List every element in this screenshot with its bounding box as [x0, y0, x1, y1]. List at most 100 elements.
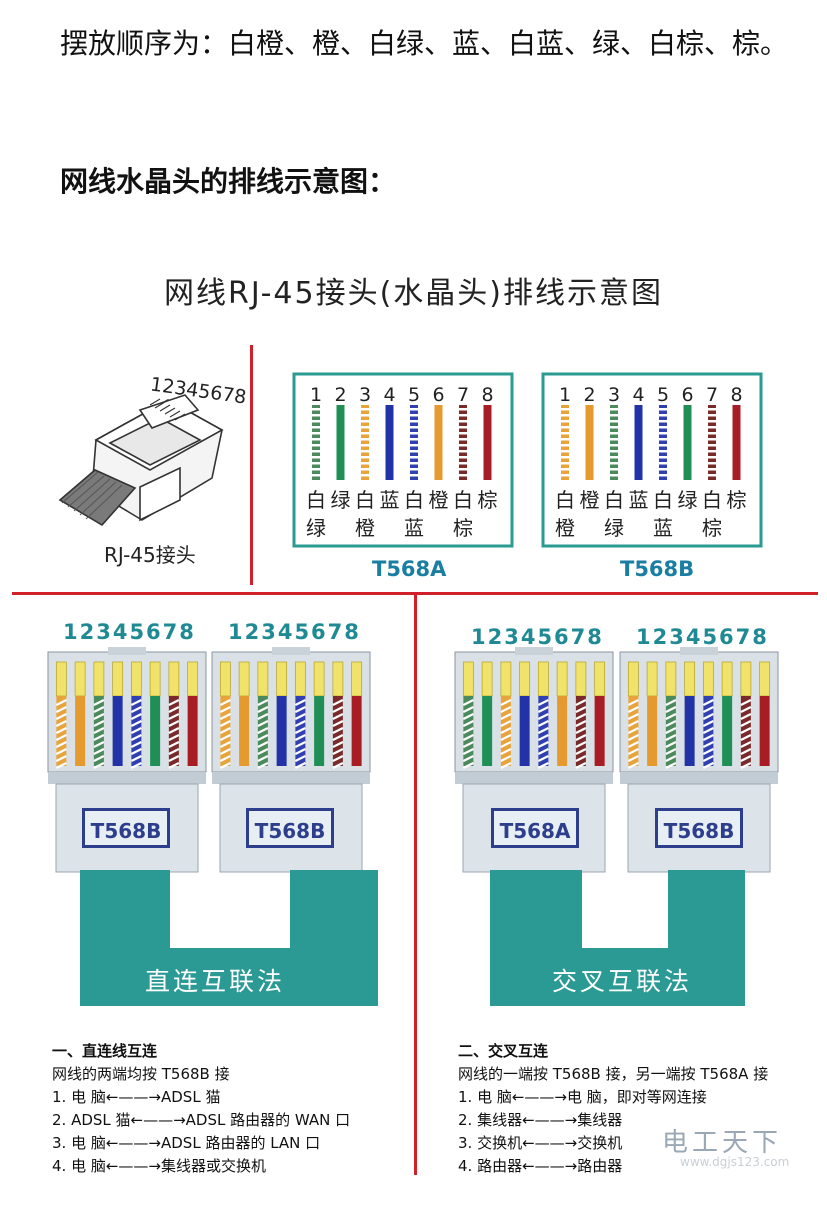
t568a-pin-number: 4	[383, 384, 396, 406]
plug-wire-stripe	[332, 762, 344, 769]
t568b-wire-stripe	[561, 468, 569, 471]
plug-wire-stripe	[702, 713, 714, 720]
t568b-pin-number: 2	[583, 384, 596, 406]
t568b-wire-stripe	[659, 438, 667, 441]
plug-wire-stripe	[257, 762, 269, 769]
cross-notes-line: 3. 交换机←——→交换机	[458, 1134, 623, 1152]
plug-wire-stripe	[168, 748, 180, 755]
t568b-wire-stripe	[659, 456, 667, 459]
t568a-wire-stripe	[459, 408, 467, 411]
plug-2-body	[211, 651, 371, 773]
plug-wire	[150, 696, 161, 766]
plug-wire-stripe	[575, 734, 587, 741]
t568b-wire-stripe	[610, 456, 618, 459]
plug-wire-stripe	[55, 727, 67, 734]
t568b-wire-stripe	[610, 474, 618, 477]
t568a-wire-6	[434, 405, 443, 480]
t568a-wire-stripe	[410, 468, 418, 471]
straight-method-label: 直连互联法	[145, 967, 286, 996]
straight-cable-band	[80, 870, 378, 1006]
plug-wire-stripe	[462, 762, 474, 769]
watermark-text: 电工天下	[662, 1128, 783, 1158]
rj45-connector-icon	[58, 394, 224, 527]
t568b-color-top: 白	[702, 488, 722, 512]
plug-contact	[219, 661, 231, 697]
plug-contact	[294, 661, 306, 697]
plug-1-digits: 12345678	[63, 620, 196, 644]
t568b-wire-stripe	[708, 408, 716, 411]
plug-wire-stripe	[627, 755, 639, 762]
plug-3-crimp	[455, 772, 613, 784]
plug-wire-stripe	[500, 727, 512, 734]
plug-wire-stripe	[55, 762, 67, 769]
t568b-wire-stripe	[708, 468, 716, 471]
t568b-color-top: 橙	[579, 488, 600, 512]
plug-wire-stripe	[219, 734, 231, 741]
plug-wire-stripe	[500, 699, 512, 706]
t568a-label: T568A	[372, 557, 447, 581]
plug-contact	[257, 661, 269, 697]
t568b-wire-stripe	[659, 468, 667, 471]
plug-wire-stripe	[257, 699, 269, 706]
t568a-wire-stripe	[361, 468, 369, 471]
plug-wire-stripe	[168, 713, 180, 720]
t568a-wire-stripe	[312, 450, 320, 453]
plug-wire-stripe	[462, 720, 474, 727]
plug-wire-stripe	[257, 734, 269, 741]
plug-wire-stripe	[740, 706, 752, 713]
t568a-wire-1	[312, 405, 320, 480]
plug-wire-stripe	[93, 741, 105, 748]
plug-wire-stripe	[332, 748, 344, 755]
plug-wire	[187, 696, 198, 766]
plug-wire-stripe	[627, 706, 639, 713]
plug-wire-stripe	[665, 734, 677, 741]
plug-wire	[239, 696, 250, 766]
t568a-wire-stripe	[361, 426, 369, 429]
plug-wire-stripe	[740, 755, 752, 762]
plug-wire-stripe	[332, 755, 344, 762]
plug-wire-stripe	[740, 713, 752, 720]
t568a-wire-stripe	[410, 456, 418, 459]
plug-wire-stripe	[55, 755, 67, 762]
plug-contact	[238, 661, 250, 697]
t568b-wire-stripe	[708, 432, 716, 435]
plug-wire-stripe	[575, 762, 587, 769]
t568a-color-bottom: 棕	[453, 516, 473, 540]
t568b-wire-stripe	[610, 420, 618, 423]
t568a-wire-5	[410, 405, 418, 480]
plug-wire-stripe	[219, 762, 231, 769]
plug-wire-stripe	[168, 741, 180, 748]
t568b-wire-stripe	[659, 444, 667, 447]
plug-wire	[594, 696, 605, 766]
plug-wire-stripe	[130, 713, 142, 720]
plug-wire-stripe	[665, 762, 677, 769]
t568b-wire-stripe	[610, 432, 618, 435]
plug-contact	[500, 661, 512, 697]
plug-wire-stripe	[294, 748, 306, 755]
plug-3-clip	[515, 647, 553, 655]
t568b-wire-stripe	[610, 408, 618, 411]
t568a-wire-stripe	[361, 420, 369, 423]
t568b-wire-stripe	[708, 474, 716, 477]
plug-contact	[702, 661, 714, 697]
t568b-color-top: 蓝	[628, 488, 649, 512]
t568a-color-top: 白	[453, 488, 473, 512]
plug-wire-stripe	[537, 762, 549, 769]
plug-wire-stripe	[462, 748, 474, 755]
t568a-wire-4	[385, 405, 394, 480]
plug-contact	[759, 661, 771, 697]
plug-wire-stripe	[332, 734, 344, 741]
t568a-color-bottom: 绿	[306, 516, 326, 540]
t568a-wire-stripe	[312, 474, 320, 477]
plug-wire-stripe	[575, 706, 587, 713]
plug-wire-stripe	[702, 699, 714, 706]
plug-wire-stripe	[130, 699, 142, 706]
cross-notes-line: 1. 电 脑←——→电 脑，即对等网连接	[458, 1088, 707, 1106]
t568b-label: T568B	[620, 557, 695, 581]
t568b-wire-7	[708, 405, 716, 480]
t568a-wire-3	[361, 405, 369, 480]
plug-4-badge: T568B	[655, 808, 743, 848]
t568a-wire-stripe	[459, 420, 467, 423]
plug-contact	[55, 661, 67, 697]
t568a-wire-stripe	[312, 438, 320, 441]
